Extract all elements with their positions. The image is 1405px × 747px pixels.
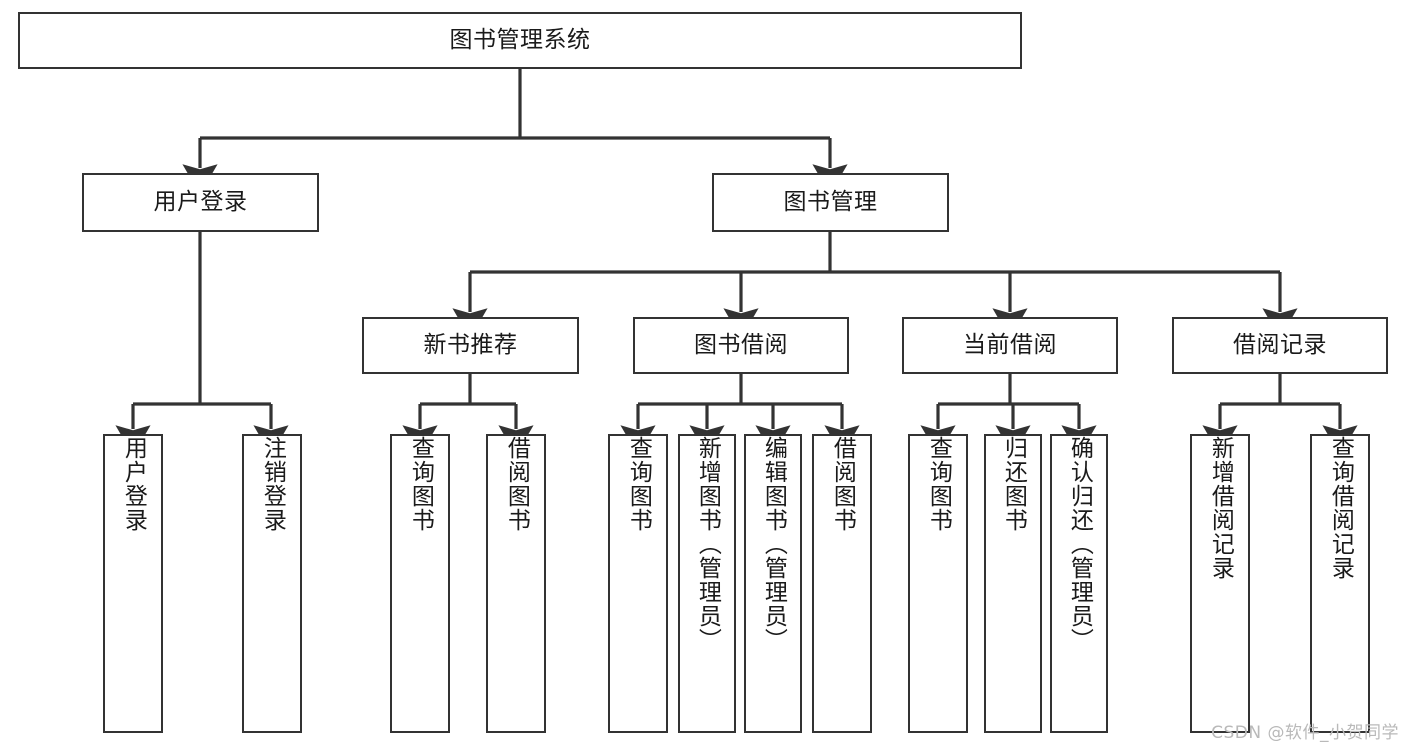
node-leaf-add-book-label: 新增图书（管理员）	[694, 436, 721, 652]
node-book-management[interactable]: 图书管理	[712, 173, 949, 232]
node-book-borrow-label: 图书借阅	[694, 332, 788, 359]
node-leaf-edit-book-label: 编辑图书（管理员）	[760, 436, 787, 652]
node-leaf-borrow-book-b[interactable]: 借阅图书	[812, 434, 872, 733]
node-leaf-return-book-label: 归还图书	[1000, 436, 1027, 532]
node-leaf-add-book[interactable]: 新增图书（管理员）	[678, 434, 736, 733]
node-leaf-add-record-label: 新增借阅记录	[1207, 436, 1234, 580]
node-borrow-record[interactable]: 借阅记录	[1172, 317, 1388, 374]
node-leaf-query-book-a[interactable]: 查询图书	[390, 434, 450, 733]
node-user-login[interactable]: 用户登录	[82, 173, 319, 232]
node-leaf-edit-book[interactable]: 编辑图书（管理员）	[744, 434, 802, 733]
node-leaf-borrow-book-a-label: 借阅图书	[503, 436, 530, 532]
node-leaf-query-book-c[interactable]: 查询图书	[908, 434, 968, 733]
node-user-login-label: 用户登录	[153, 189, 248, 216]
node-book-management-label: 图书管理	[783, 189, 878, 216]
node-leaf-return-book[interactable]: 归还图书	[984, 434, 1042, 733]
node-root[interactable]: 图书管理系统	[18, 12, 1022, 69]
node-leaf-confirm-return[interactable]: 确认归还（管理员）	[1050, 434, 1108, 733]
node-book-borrow[interactable]: 图书借阅	[633, 317, 849, 374]
node-new-book-recommend[interactable]: 新书推荐	[362, 317, 579, 374]
node-leaf-user-login-label: 用户登录	[120, 436, 147, 532]
node-root-label: 图书管理系统	[449, 27, 591, 54]
node-leaf-confirm-return-label: 确认归还（管理员）	[1066, 436, 1093, 652]
node-leaf-query-record[interactable]: 查询借阅记录	[1310, 434, 1370, 733]
watermark: CSDN @软件_小贺同学	[1211, 723, 1399, 743]
node-leaf-query-record-label: 查询借阅记录	[1327, 436, 1354, 580]
node-leaf-borrow-book-a[interactable]: 借阅图书	[486, 434, 546, 733]
node-leaf-query-book-c-label: 查询图书	[925, 436, 952, 532]
node-leaf-query-book-b[interactable]: 查询图书	[608, 434, 668, 733]
node-leaf-user-login[interactable]: 用户登录	[103, 434, 163, 733]
node-new-book-recommend-label: 新书推荐	[423, 332, 518, 359]
node-leaf-add-record[interactable]: 新增借阅记录	[1190, 434, 1250, 733]
node-leaf-query-book-b-label: 查询图书	[625, 436, 652, 532]
node-leaf-logout[interactable]: 注销登录	[242, 434, 302, 733]
node-current-borrow[interactable]: 当前借阅	[902, 317, 1118, 374]
node-leaf-query-book-a-label: 查询图书	[407, 436, 434, 532]
node-current-borrow-label: 当前借阅	[963, 332, 1057, 359]
node-borrow-record-label: 借阅记录	[1233, 332, 1327, 359]
node-leaf-logout-label: 注销登录	[259, 436, 286, 532]
node-leaf-borrow-book-b-label: 借阅图书	[829, 436, 856, 532]
